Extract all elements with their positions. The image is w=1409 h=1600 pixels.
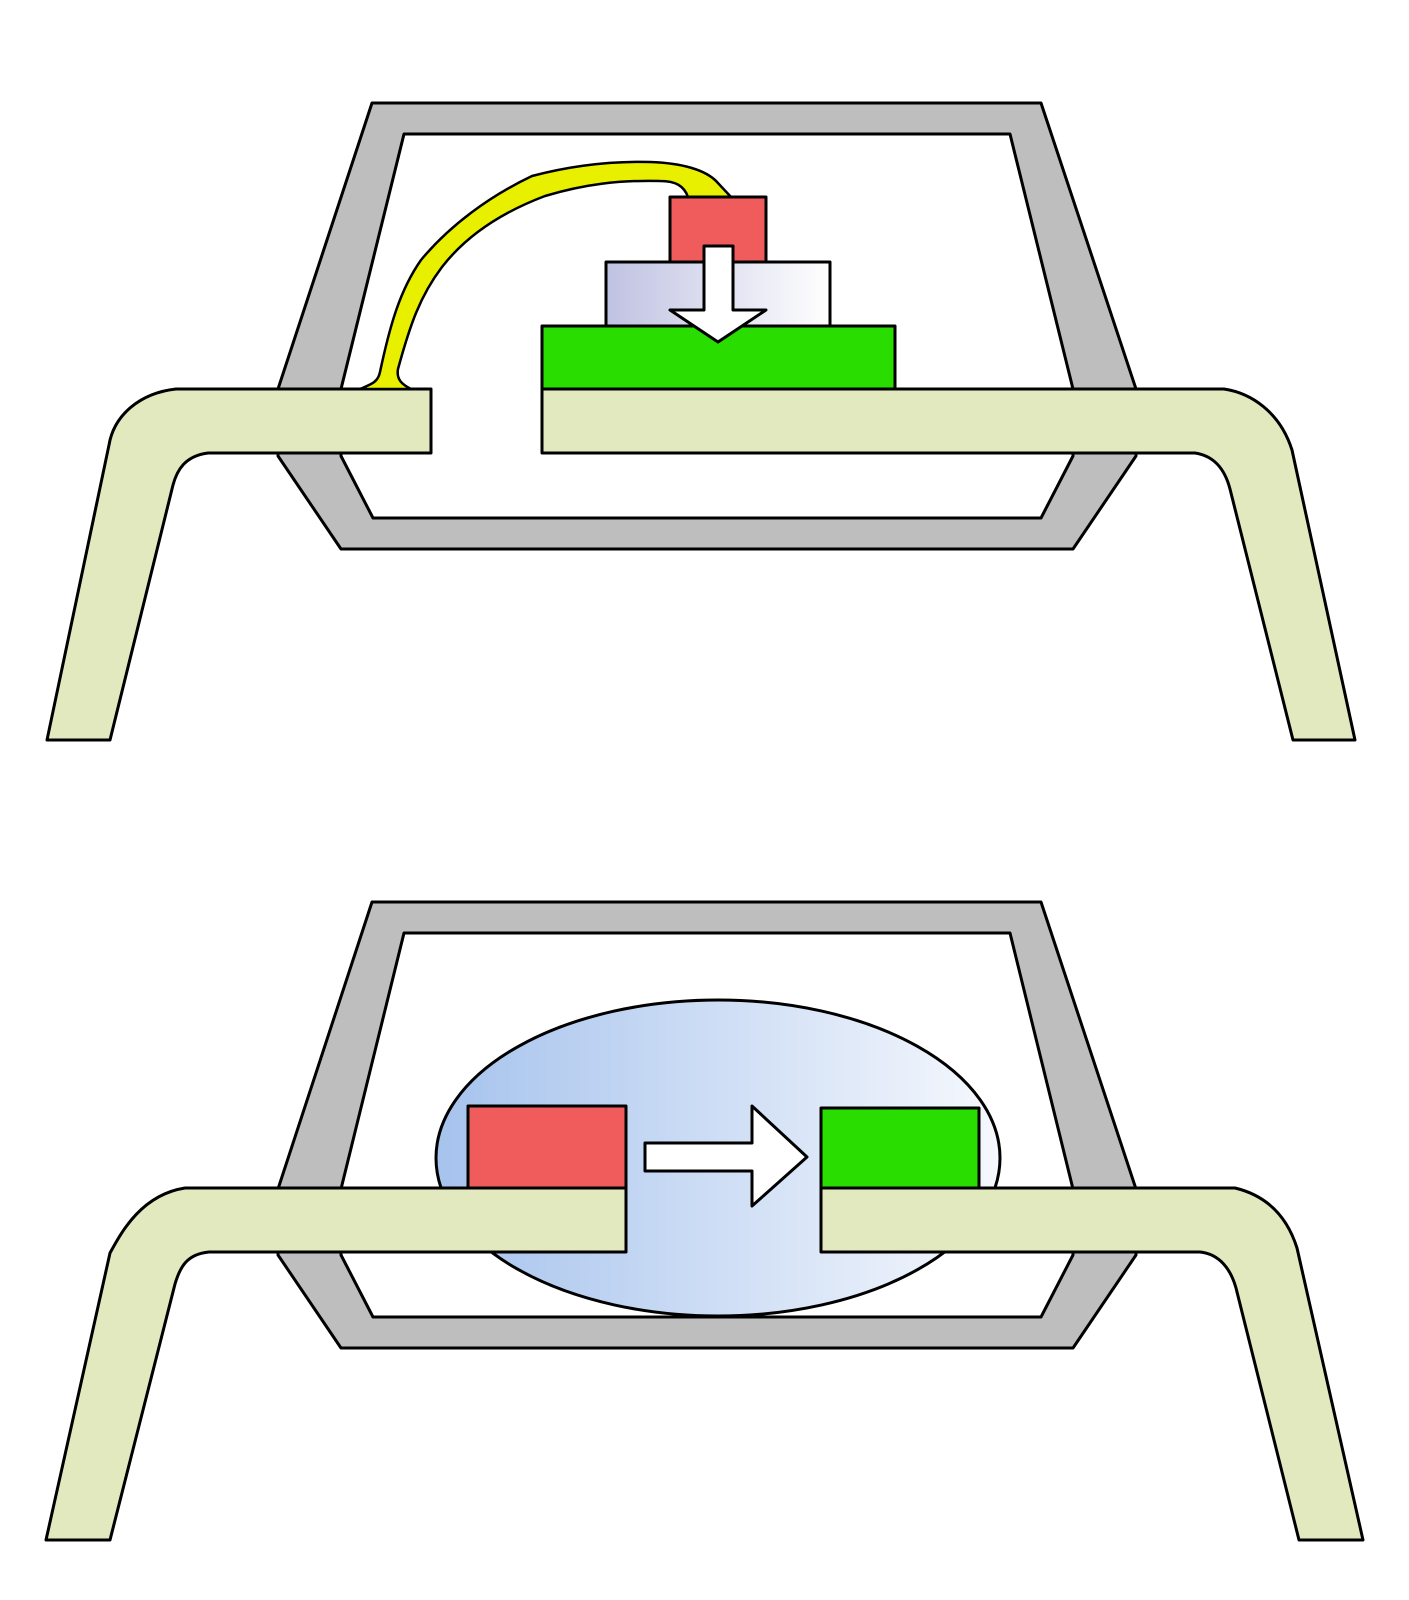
light-direction-arrow-right (643, 1104, 809, 1208)
lead-frame-left (44, 1186, 628, 1542)
stacked-optocoupler (45, 101, 1357, 742)
light-direction-arrow-down (668, 244, 768, 344)
side-by-side-optocoupler (44, 900, 1365, 1542)
emitter-die (466, 1104, 628, 1190)
lead-frame-right (540, 387, 1357, 742)
lead-frame-left (45, 387, 433, 742)
lead-frame-right (819, 1186, 1365, 1542)
detector-die (819, 1106, 981, 1190)
bond-wire (358, 160, 733, 391)
